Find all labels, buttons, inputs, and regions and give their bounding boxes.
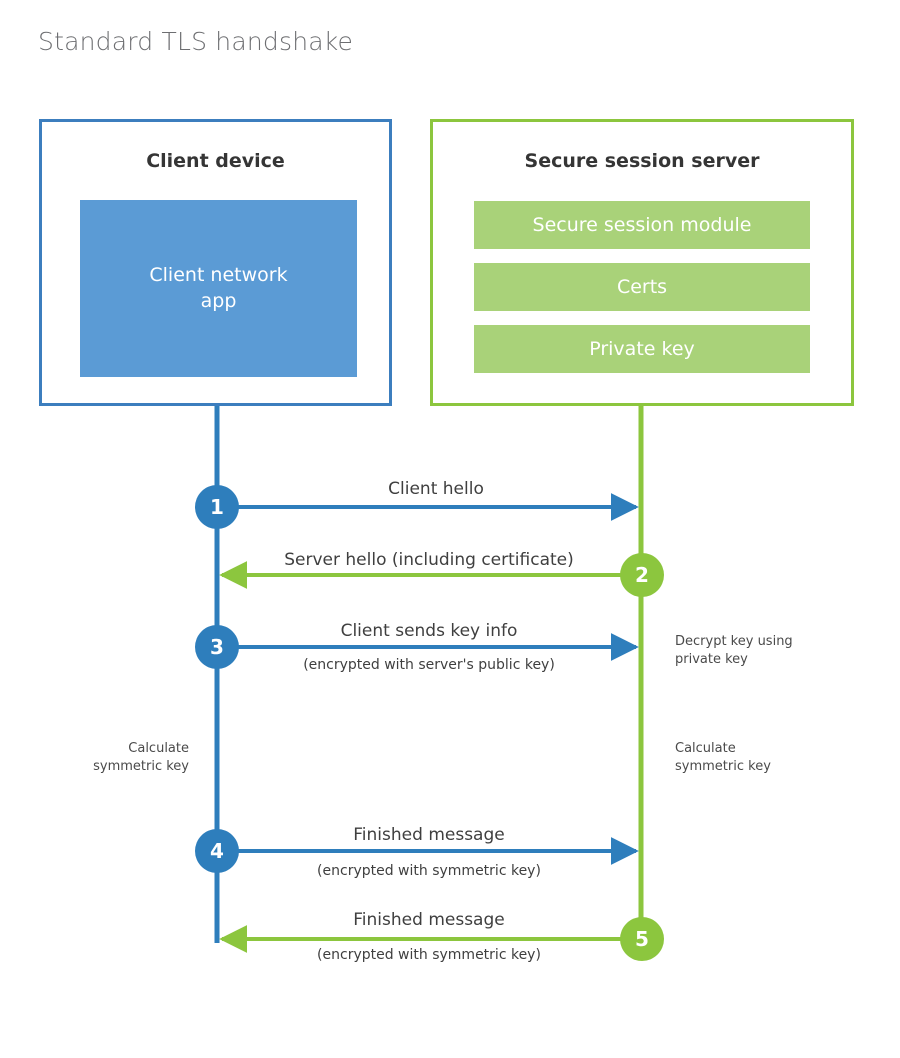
step-5-sublabel: (encrypted with symmetric key): [317, 947, 541, 963]
step-badge-4: 4: [195, 829, 239, 873]
server-module-secure-session-module: Secure session module: [474, 201, 810, 249]
step-badge-5: 5: [620, 917, 664, 961]
step-badge-2: 2: [620, 553, 664, 597]
server-module-list: Secure session module Certs Private key: [474, 201, 810, 373]
server-module-certs: Certs: [474, 263, 810, 311]
step-badge-3: 3: [195, 625, 239, 669]
secure-session-server-title: Secure session server: [524, 150, 760, 172]
step-1-label: Client hello: [388, 479, 484, 499]
page-title: Standard TLS handshake: [38, 27, 354, 56]
step-5-label: Finished message: [353, 910, 505, 930]
step-3-sublabel: (encrypted with server's public key): [303, 657, 555, 673]
step-3-label: Client sends key info: [340, 621, 518, 641]
server-module-private-key: Private key: [474, 325, 810, 373]
step-2-label: Server hello (including certificate): [284, 550, 574, 570]
step-4-label: Finished message: [353, 825, 505, 845]
client-device-title: Client device: [146, 150, 285, 172]
step-badge-1: 1: [195, 485, 239, 529]
step-4-sublabel: (encrypted with symmetric key): [317, 863, 541, 879]
secure-session-server-box: Secure session server Secure session mod…: [430, 119, 854, 406]
